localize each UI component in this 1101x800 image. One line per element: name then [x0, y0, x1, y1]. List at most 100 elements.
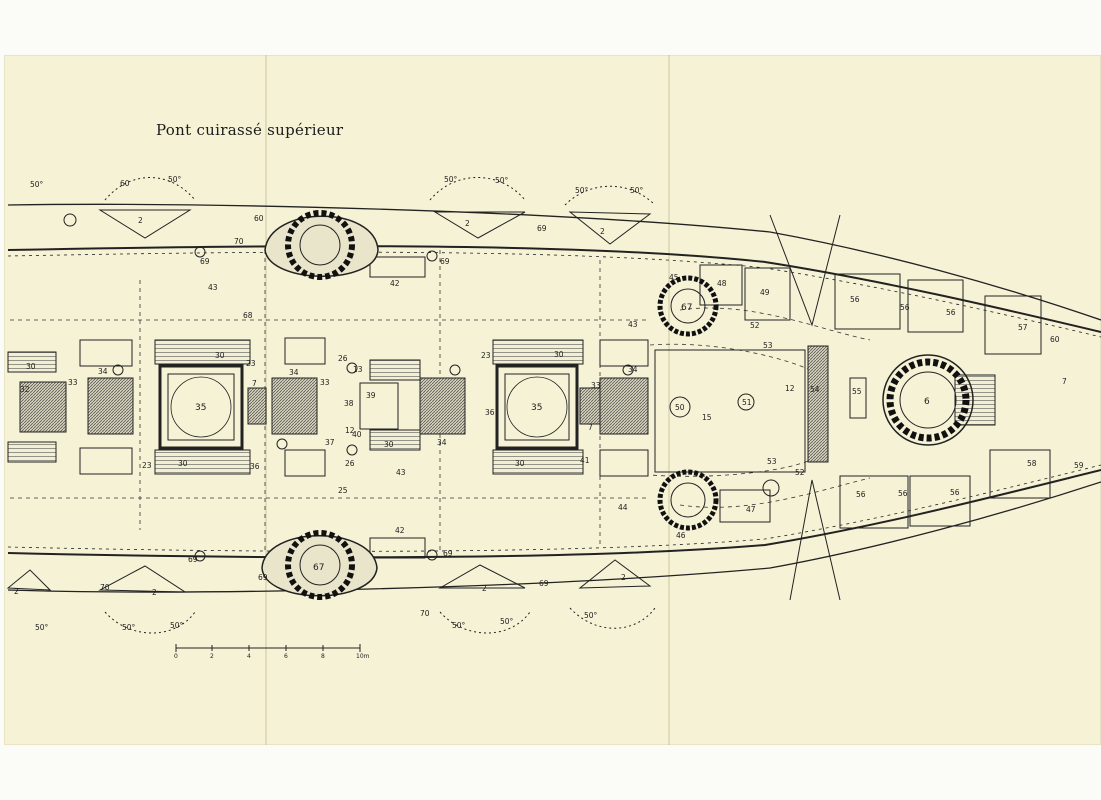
- svg-text:30: 30: [178, 459, 188, 468]
- svg-text:8: 8: [321, 653, 325, 660]
- svg-text:23: 23: [142, 461, 152, 470]
- main-turret-aft: 35: [158, 364, 244, 450]
- svg-text:51: 51: [742, 398, 752, 407]
- svg-text:43: 43: [208, 283, 218, 292]
- svg-text:12: 12: [785, 384, 795, 393]
- svg-text:26: 26: [345, 459, 355, 468]
- svg-text:23: 23: [246, 359, 256, 368]
- paper-fold: [668, 55, 670, 745]
- svg-text:2: 2: [14, 587, 19, 596]
- svg-text:68: 68: [243, 311, 253, 320]
- svg-text:56: 56: [950, 488, 960, 497]
- svg-text:69: 69: [258, 573, 268, 582]
- svg-text:43: 43: [396, 468, 406, 477]
- svg-text:33: 33: [68, 378, 78, 387]
- svg-text:25: 25: [338, 486, 348, 495]
- svg-text:42: 42: [390, 279, 400, 288]
- svg-text:50°: 50°: [168, 175, 182, 184]
- svg-text:56: 56: [900, 303, 910, 312]
- svg-text:48: 48: [717, 279, 727, 288]
- svg-text:34: 34: [98, 367, 108, 376]
- svg-text:50°: 50°: [495, 176, 509, 185]
- svg-text:30: 30: [26, 362, 36, 371]
- svg-text:7: 7: [588, 423, 593, 432]
- svg-text:42: 42: [395, 526, 405, 535]
- svg-text:56: 56: [850, 295, 860, 304]
- wing-turret-starboard: 67: [261, 530, 378, 600]
- svg-text:2: 2: [600, 227, 605, 236]
- svg-text:34: 34: [437, 438, 447, 447]
- svg-text:69: 69: [440, 257, 450, 266]
- svg-text:50: 50: [675, 403, 685, 412]
- svg-text:12: 12: [345, 426, 355, 435]
- svg-text:0: 0: [174, 653, 178, 660]
- svg-text:50°: 50°: [170, 621, 184, 630]
- svg-text:56: 56: [946, 308, 956, 317]
- svg-text:38: 38: [344, 399, 354, 408]
- svg-text:60: 60: [120, 179, 130, 188]
- svg-text:67: 67: [681, 303, 692, 313]
- svg-text:23: 23: [481, 351, 491, 360]
- svg-text:69: 69: [443, 549, 453, 558]
- hull-outline: [7, 203, 1101, 593]
- svg-text:2: 2: [152, 588, 157, 597]
- main-turret-fore: 35: [495, 364, 579, 450]
- svg-text:46: 46: [676, 531, 686, 540]
- svg-text:2: 2: [210, 653, 214, 660]
- svg-text:32: 32: [20, 385, 30, 394]
- svg-text:6: 6: [284, 653, 288, 660]
- fore-turret: 6: [882, 354, 974, 446]
- plan-labels: 2 2 2 2 2 2 2 60 60 70 70 70 69 69 69 69…: [14, 175, 1084, 632]
- svg-text:43: 43: [628, 320, 638, 329]
- svg-text:6: 6: [924, 397, 930, 407]
- svg-text:67: 67: [313, 563, 324, 573]
- svg-text:34: 34: [628, 365, 638, 374]
- boat-chocks: [6, 177, 841, 634]
- svg-text:35: 35: [195, 403, 206, 413]
- svg-text:70: 70: [234, 237, 244, 246]
- plan-title: Pont cuirassé supérieur: [156, 121, 344, 139]
- svg-text:10m: 10m: [356, 653, 370, 660]
- svg-text:69: 69: [537, 224, 547, 233]
- svg-text:7: 7: [1062, 377, 1067, 386]
- svg-text:2: 2: [621, 573, 626, 582]
- paper-sheet: [4, 55, 1101, 745]
- svg-text:57: 57: [1018, 323, 1028, 332]
- svg-text:44: 44: [618, 503, 628, 512]
- svg-text:69: 69: [188, 555, 198, 564]
- svg-text:53: 53: [763, 341, 773, 350]
- svg-text:50°: 50°: [30, 180, 44, 189]
- svg-text:2: 2: [465, 219, 470, 228]
- svg-text:50°: 50°: [500, 617, 514, 626]
- svg-text:2: 2: [482, 584, 487, 593]
- svg-text:58: 58: [1027, 459, 1037, 468]
- svg-text:50°: 50°: [584, 611, 598, 620]
- svg-text:60: 60: [254, 214, 264, 223]
- svg-text:53: 53: [767, 457, 777, 466]
- svg-text:39: 39: [366, 391, 376, 400]
- svg-text:34: 34: [289, 368, 299, 377]
- svg-text:50°: 50°: [35, 623, 49, 632]
- svg-text:56: 56: [898, 489, 908, 498]
- svg-text:45: 45: [669, 273, 679, 282]
- svg-text:13: 13: [353, 365, 363, 374]
- svg-text:47: 47: [746, 505, 756, 514]
- svg-text:33: 33: [591, 381, 601, 390]
- turret-side-blocks: [7, 339, 584, 475]
- svg-text:37: 37: [325, 438, 335, 447]
- small-circles: [63, 213, 780, 562]
- svg-text:36: 36: [485, 408, 495, 417]
- svg-text:30: 30: [515, 459, 525, 468]
- svg-text:35: 35: [531, 403, 542, 413]
- svg-text:41: 41: [580, 456, 590, 465]
- svg-text:40: 40: [352, 430, 362, 439]
- svg-text:33: 33: [320, 378, 330, 387]
- svg-text:50°: 50°: [122, 623, 136, 632]
- scale-bar: 0 2 4 6 8 10m: [174, 644, 370, 660]
- svg-text:70: 70: [100, 583, 110, 592]
- svg-text:7: 7: [252, 379, 257, 388]
- secondary-turret-starboard: [657, 469, 719, 531]
- svg-text:50°: 50°: [575, 186, 589, 195]
